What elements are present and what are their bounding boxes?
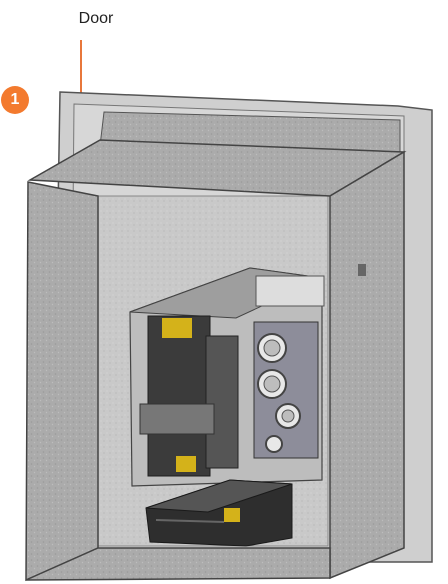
bottom-tray bbox=[25, 547, 331, 581]
lower-unit-label bbox=[224, 508, 240, 522]
door-callout-label: Door bbox=[78, 10, 114, 27]
yellow-label-bottom bbox=[176, 456, 196, 472]
callout-number-badge: 1 bbox=[1, 86, 29, 114]
yellow-label-top bbox=[162, 318, 192, 338]
port-3-inner bbox=[281, 409, 295, 423]
lower-unit-vent bbox=[155, 519, 225, 523]
port-1-inner bbox=[263, 339, 281, 357]
right-side-wall bbox=[329, 150, 405, 580]
control-module-face bbox=[205, 335, 239, 469]
lower-unit-top bbox=[145, 479, 293, 513]
module-bracket bbox=[139, 403, 215, 435]
latch-bracket bbox=[358, 264, 366, 276]
control-module bbox=[147, 315, 211, 477]
port-4 bbox=[265, 435, 283, 453]
port-2-inner bbox=[263, 375, 281, 393]
duct-flange bbox=[255, 275, 325, 307]
left-side-wall bbox=[25, 181, 99, 582]
